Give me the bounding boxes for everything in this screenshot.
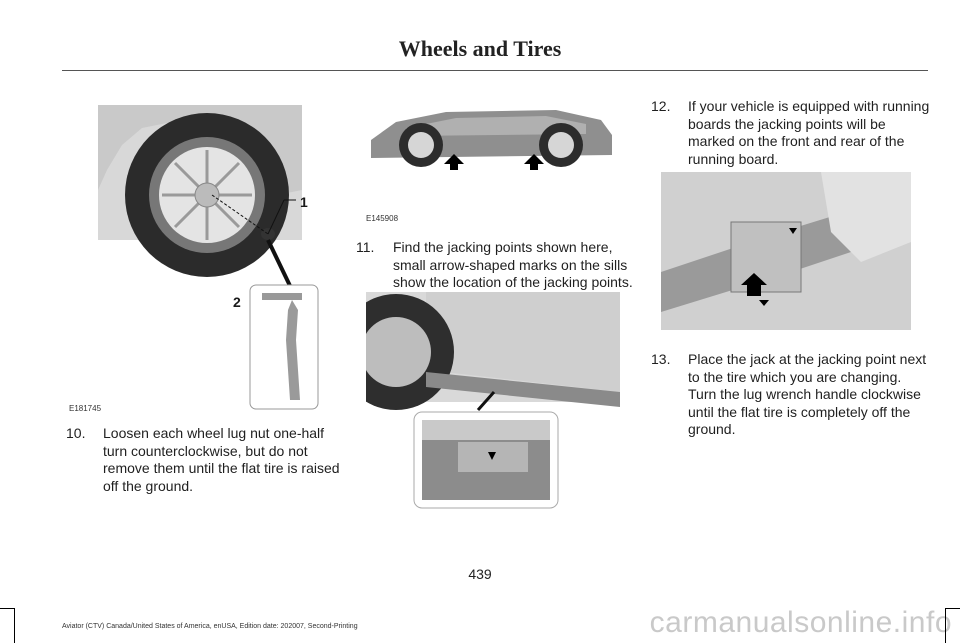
page-number: 439: [468, 566, 492, 582]
step-number: 13.: [651, 351, 671, 367]
running-board-illustration: [661, 172, 911, 330]
wheel-nut-illustration: [98, 105, 319, 410]
car-side-figure: E145908: [366, 100, 616, 228]
step-12: 12. If your vehicle is equipped with run…: [651, 98, 931, 170]
step-13: 13. Place the jack at the jacking point …: [651, 351, 931, 437]
sill-mark-illustration: [338, 292, 620, 509]
crop-mark: [945, 608, 946, 643]
step-text: Find the jacking points shown here, smal…: [393, 239, 633, 290]
callout-1: 1: [300, 194, 308, 210]
car-side-illustration: [371, 110, 612, 170]
step-text: If your vehicle is equipped with running…: [688, 98, 930, 167]
step-number: 10.: [66, 425, 86, 441]
header-divider: [62, 70, 928, 71]
crop-mark: [946, 608, 960, 609]
step-10: 10. Loosen each wheel lug nut one-half t…: [66, 425, 346, 497]
page-title: Wheels and Tires: [398, 36, 562, 61]
edition-note: Aviator (CTV) Canada/United States of Am…: [62, 623, 358, 630]
step-text: Place the jack at the jacking point next…: [688, 351, 927, 437]
step-text: Loosen each wheel lug nut one-half turn …: [103, 425, 340, 494]
step-11: 11. Find the jacking points shown here, …: [356, 239, 636, 293]
wheel-nut-figure: 1 2 E181745: [62, 100, 330, 418]
figure-code: E145908: [366, 214, 399, 223]
crop-mark: [0, 608, 14, 609]
step-number: 11.: [356, 239, 375, 255]
watermark: carmanualsonline.info: [649, 606, 952, 639]
step-number: 12.: [651, 98, 671, 114]
crop-mark: [14, 608, 15, 643]
sill-mark-figure: [338, 292, 620, 510]
callout-2: 2: [233, 294, 241, 310]
running-board-figure: [661, 172, 911, 330]
figure-code: E181745: [69, 404, 102, 413]
